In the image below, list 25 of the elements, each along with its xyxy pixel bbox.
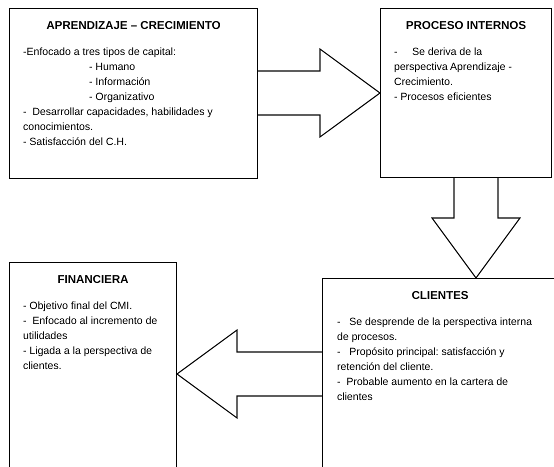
bullet-text: - Satisfacción del C.H. xyxy=(23,135,128,150)
block-arrow xyxy=(257,48,382,138)
bullet-text: - Enfocado al incremento de utilidades xyxy=(23,314,158,344)
bullet-text: - Información xyxy=(89,75,152,90)
bullet-text: - Probable aumento en la cartera de clientes xyxy=(337,375,510,405)
perspective-box xyxy=(380,8,552,178)
perspective-box xyxy=(9,262,177,467)
box-heading: PROCESO INTERNOS xyxy=(404,19,528,33)
bullet-text: - Procesos eficientes xyxy=(394,90,492,105)
bullet-text: -Enfocado a tres tipos de capital: xyxy=(23,45,177,60)
perspective-box xyxy=(9,8,258,179)
bullet-text: - Humano xyxy=(89,60,136,75)
bullet-text: - Desarrollar capacidades, habilidades y conocimientos. xyxy=(23,105,214,135)
bullet-text: - Objetivo final del CMI. xyxy=(23,299,134,314)
bullet-text: - Se desprende de la perspectiva interna de procesos. xyxy=(337,315,533,345)
box-heading: CLIENTES xyxy=(410,289,470,303)
block-arrow xyxy=(430,177,522,280)
box-heading: APRENDIZAJE – CRECIMIENTO xyxy=(45,19,222,33)
block-arrow xyxy=(176,328,323,420)
bullet-text: - Se deriva de la perspectiva Aprendizaje - Crecimiento. xyxy=(394,45,513,90)
box-heading: FINANCIERA xyxy=(56,273,130,287)
bullet-text: - Ligada a la perspectiva de clientes. xyxy=(23,344,153,374)
perspective-box xyxy=(322,278,554,467)
bullet-text: - Organizativo xyxy=(89,90,156,105)
bullet-text: - Propósito principal: satisfacción y retención del cliente. xyxy=(337,345,506,375)
